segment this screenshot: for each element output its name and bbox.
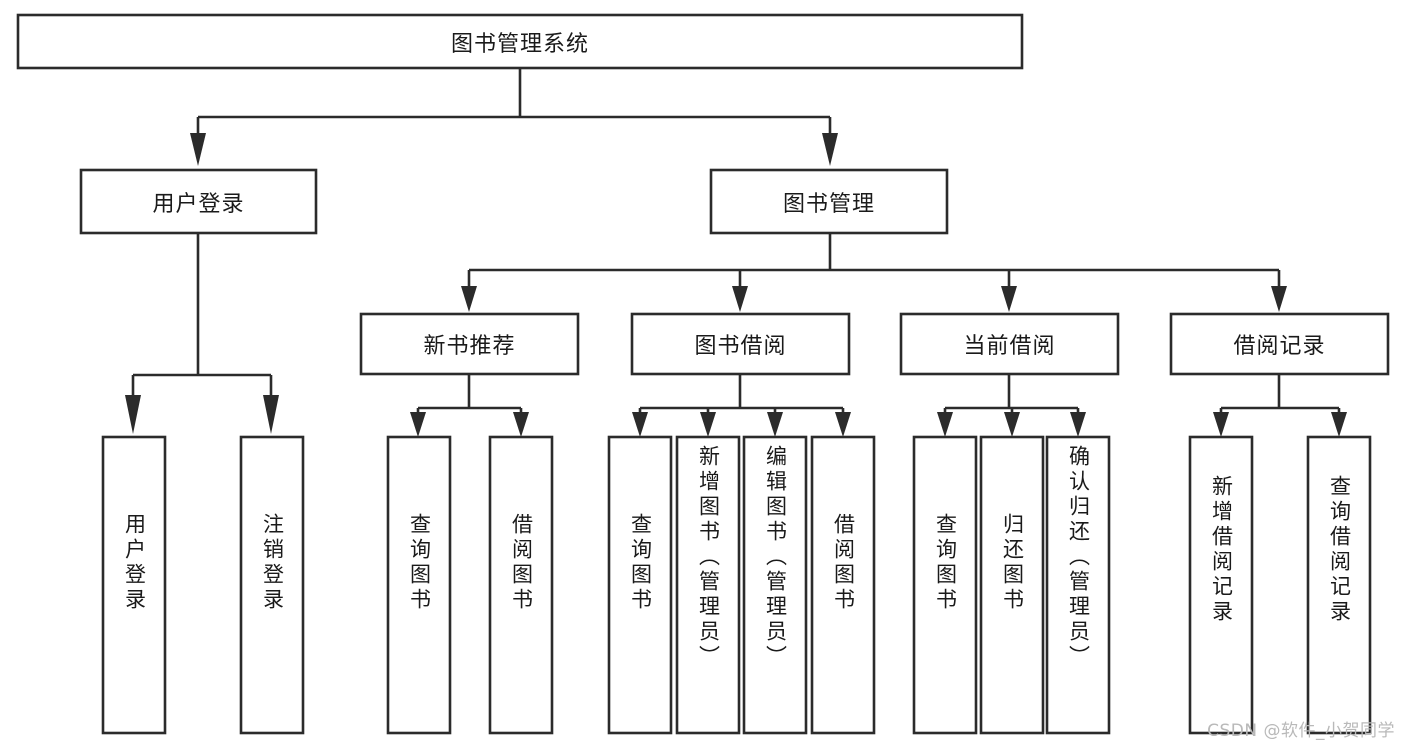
arrow-head-leaf-borrow-book-2 [835,412,851,437]
arrow-head-leaf-add-record [1213,412,1229,437]
csdn-watermark: CSDN @软件_小贺同学 [1207,721,1395,741]
node-box-leaf-edit-book[interactable] [742,435,808,735]
node-box-book-manage[interactable] [709,168,949,235]
arrow-head-user-login [190,133,206,166]
connector-group-book-manage [461,233,1287,312]
arrow-head-current-borrow [1001,286,1017,312]
node-box-borrow-record[interactable] [1169,312,1390,376]
connector-group-book-borrow [632,374,851,437]
node-box-new-book-recommend[interactable] [359,312,580,376]
arrow-head-leaf-query-book-2 [632,412,648,437]
node-box-root[interactable] [16,13,1024,70]
node-box-leaf-user-login[interactable] [101,435,167,735]
node-box-leaf-confirm-return[interactable] [1045,435,1111,735]
connector-group-new-book-recommend [410,374,529,437]
node-box-leaf-add-book[interactable] [675,435,741,735]
arrow-head-leaf-add-book [700,412,716,437]
node-box-leaf-return-book[interactable] [979,435,1045,735]
arrow-head-leaf-return-book [1004,412,1020,437]
node-box-leaf-query-record[interactable] [1306,435,1372,735]
node-box-leaf-borrow-book-1[interactable] [488,435,554,735]
arrow-head-borrow-record [1271,286,1287,312]
node-box-user-login[interactable] [79,168,318,235]
node-box-leaf-logout[interactable] [239,435,305,735]
node-box-leaf-query-book-2[interactable] [607,435,673,735]
arrow-head-new-book-recommend [461,286,477,312]
arrow-head-leaf-borrow-book-1 [513,412,529,437]
connector-group-current-borrow [937,374,1086,437]
node-box-current-borrow[interactable] [899,312,1120,376]
node-box-book-borrow[interactable] [630,312,851,376]
connector-group-user-login [125,233,279,434]
arrow-head-leaf-query-book-3 [937,412,953,437]
arrow-head-book-manage [822,133,838,166]
connector-group-root [190,68,838,166]
arrow-head-book-borrow [732,286,748,312]
arrow-head-leaf-query-book-1 [410,412,426,437]
node-box-leaf-query-book-1[interactable] [386,435,452,735]
node-box-leaf-borrow-book-2[interactable] [810,435,876,735]
arrow-head-leaf-edit-book [767,412,783,437]
arrow-head-leaf-logout [263,395,279,434]
node-box-leaf-add-record[interactable] [1188,435,1254,735]
arrow-head-leaf-query-record [1331,412,1347,437]
node-box-leaf-query-book-3[interactable] [912,435,978,735]
connector-group-borrow-record [1213,374,1347,437]
arrow-head-leaf-user-login [125,395,141,434]
arrow-head-leaf-confirm-return [1070,412,1086,437]
